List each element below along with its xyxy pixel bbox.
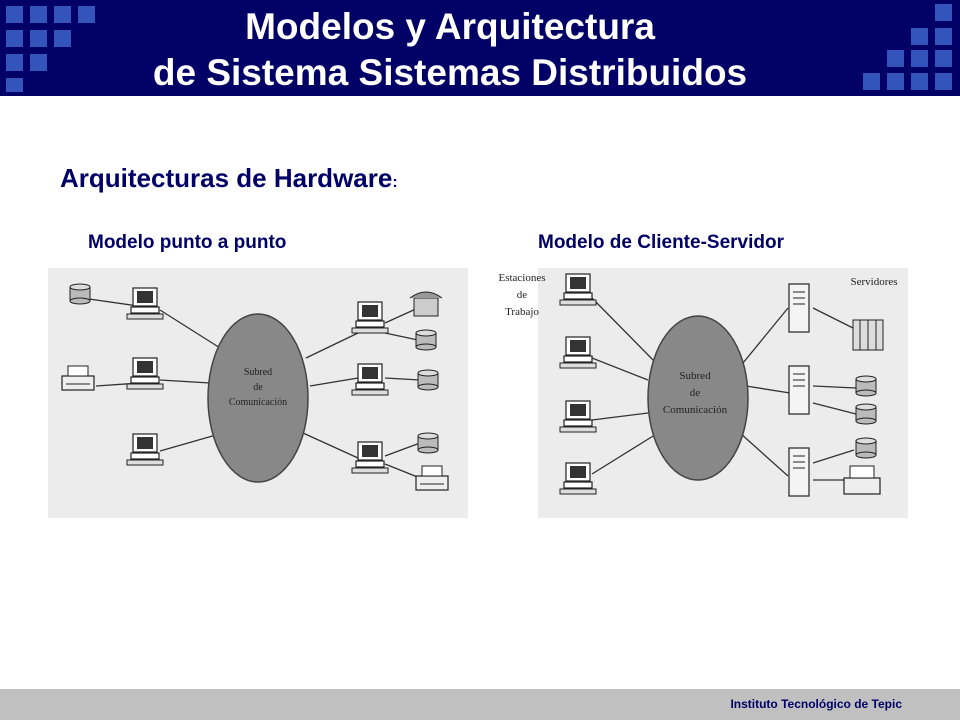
hub-label-line1: Subred (244, 367, 272, 378)
footer-institution: Instituto Tecnológico de Tepic (730, 697, 902, 711)
storage-disk-icon (855, 375, 877, 397)
decor-square (911, 50, 928, 67)
diagram-client-server: Estaciones de Trabajo Servidores Subred … (498, 268, 908, 518)
decor-square (6, 6, 23, 23)
decor-square (6, 54, 23, 71)
subtitle-colon: : (392, 174, 398, 191)
workstation-icon (559, 400, 597, 433)
decor-square (935, 28, 952, 45)
workstations-label-line2: de (517, 289, 528, 301)
storage-disk-icon (69, 283, 91, 305)
server-tower-icon (788, 283, 810, 333)
diagram-peer-to-peer: Subred de Comunicación (48, 268, 468, 518)
subnet-hub (647, 315, 749, 481)
connection-lines (591, 297, 857, 481)
decor-square (6, 78, 23, 92)
storage-disk-icon (415, 329, 437, 351)
caption-peer-to-peer: Modelo punto a punto (88, 232, 287, 253)
decor-square (30, 6, 47, 23)
title-line-2: de Sistema Sistemas Distribuidos (152, 52, 748, 93)
hub-label-line1: Subred (679, 370, 711, 382)
server-tower-icon (788, 365, 810, 415)
server-tower-icon (788, 447, 810, 497)
decor-square (887, 50, 904, 67)
storage-disk-icon (417, 432, 439, 454)
decor-square (54, 6, 71, 23)
decor-square (30, 54, 47, 71)
servers-label: Servidores (850, 276, 897, 288)
decor-square (935, 50, 952, 67)
hub-label-line3: Comunicación (229, 397, 287, 408)
server-rack-icon (852, 319, 884, 351)
storage-disk-icon (855, 403, 877, 425)
decor-square (54, 30, 71, 47)
decor-square (911, 73, 928, 90)
caption-client-server: Modelo de Cliente-Servidor (538, 232, 784, 253)
hub-label-line3: Comunicación (663, 404, 728, 416)
subtitle-text: Arquitecturas de Hardware (60, 163, 393, 193)
telephone-icon (409, 291, 443, 317)
workstations-label-line1: Estaciones (498, 272, 545, 284)
printer-icon (843, 465, 881, 495)
decor-square (30, 30, 47, 47)
decor-square (935, 73, 952, 90)
section-subtitle: Arquitecturas de Hardware: (60, 163, 398, 194)
workstation-icon (559, 273, 597, 306)
decor-square (911, 28, 928, 45)
header-bar: Modelos y Arquitectura de Sistema Sistem… (0, 0, 960, 96)
title-line-1: Modelos y Arquitectura (245, 6, 655, 47)
hub-label-line2: de (253, 382, 263, 393)
footer-bar: Instituto Tecnológico de Tepic (0, 689, 960, 720)
storage-disk-icon (855, 437, 877, 459)
workstations-label-line3: Trabajo (505, 306, 539, 318)
subnet-hub (207, 313, 309, 483)
page-title: Modelos y Arquitectura de Sistema Sistem… (0, 4, 900, 96)
decor-square (935, 4, 952, 21)
workstation-icon (559, 462, 597, 495)
decor-square (863, 73, 880, 90)
decor-square (78, 6, 95, 23)
hub-label-line2: de (690, 387, 701, 399)
decor-square (6, 30, 23, 47)
workstation-icon (559, 336, 597, 369)
decor-square (887, 73, 904, 90)
connection-lines (81, 297, 421, 479)
storage-disk-icon (417, 369, 439, 391)
